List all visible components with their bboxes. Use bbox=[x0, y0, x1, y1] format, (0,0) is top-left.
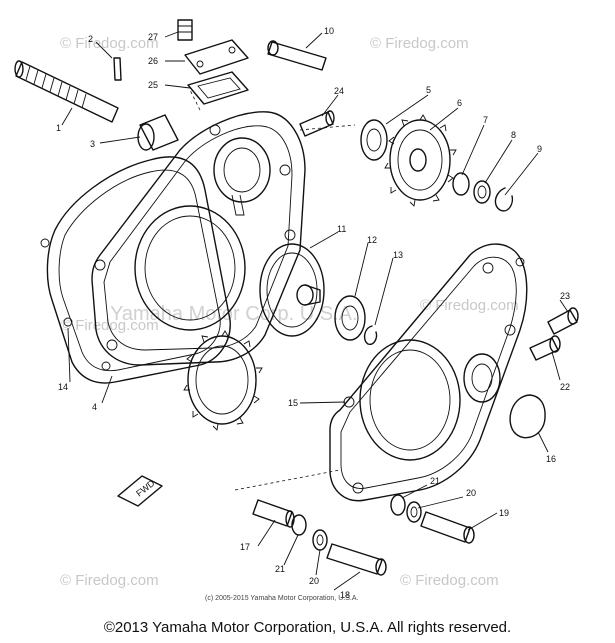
label-20-right: 20 bbox=[466, 488, 476, 498]
exploded-parts-diagram: © Firedog.com © Firedog.com © Firedog.co… bbox=[14, 19, 579, 602]
credit-small: (c) 2005-2015 Yamaha Motor Corporation, … bbox=[205, 595, 358, 602]
part-number-labels: 2 1 3 27 26 25 10 24 5 6 7 8 9 11 12 13 … bbox=[56, 26, 570, 600]
label-20-bottom: 20 bbox=[309, 576, 319, 586]
label-26: 26 bbox=[148, 56, 158, 66]
plug-27 bbox=[177, 19, 193, 41]
bolt-22 bbox=[529, 335, 561, 361]
label-10: 10 bbox=[324, 26, 334, 36]
washer-20-bottom bbox=[312, 529, 328, 551]
label-3: 3 bbox=[90, 139, 95, 149]
label-22: 22 bbox=[560, 382, 570, 392]
label-18: 18 bbox=[340, 590, 350, 600]
label-8: 8 bbox=[511, 130, 516, 140]
bolt-24 bbox=[299, 110, 335, 137]
label-13: 13 bbox=[393, 250, 403, 260]
circlip-9 bbox=[494, 187, 514, 212]
label-21-right: 21 bbox=[430, 476, 440, 486]
label-14: 14 bbox=[58, 382, 68, 392]
label-1: 1 bbox=[56, 123, 61, 133]
label-19: 19 bbox=[499, 508, 509, 518]
leader-lines bbox=[61, 31, 569, 591]
watermark-br: © Firedog.com bbox=[400, 572, 499, 589]
label-21-bottom: 21 bbox=[275, 564, 285, 574]
sprocket-6 bbox=[384, 114, 457, 207]
bolt-23 bbox=[547, 307, 579, 335]
left-case-cover bbox=[91, 111, 306, 366]
gasket-25 bbox=[187, 71, 249, 105]
bolt-19 bbox=[420, 511, 475, 544]
collar bbox=[137, 114, 179, 151]
label-15: 15 bbox=[288, 398, 298, 408]
bolt-10 bbox=[267, 40, 327, 71]
bolt-18 bbox=[326, 543, 387, 576]
watermark-tr: © Firedog.com bbox=[370, 35, 469, 52]
label-4: 4 bbox=[92, 402, 97, 412]
label-5: 5 bbox=[426, 85, 431, 95]
label-11: 11 bbox=[337, 224, 346, 234]
gear-11 bbox=[259, 243, 325, 337]
washer-21-right bbox=[390, 494, 406, 516]
fwd-arrow-marker: FWD bbox=[117, 475, 163, 507]
washer-7 bbox=[452, 172, 470, 196]
label-24: 24 bbox=[334, 86, 344, 96]
label-6: 6 bbox=[457, 98, 462, 108]
worm-shaft bbox=[14, 60, 119, 123]
label-25: 25 bbox=[148, 80, 158, 90]
gasket-outline bbox=[46, 156, 231, 384]
watermark-tl: © Firedog.com bbox=[60, 35, 159, 52]
label-12: 12 bbox=[367, 235, 377, 245]
bearing-12 bbox=[334, 295, 366, 341]
oring-16 bbox=[509, 394, 546, 439]
watermark-center: Yamaha Motor Corp. U.S.A. bbox=[110, 303, 358, 325]
washer-8 bbox=[473, 180, 491, 204]
bearing-5 bbox=[360, 119, 388, 161]
circlip-13 bbox=[363, 325, 378, 345]
washer-20-right bbox=[406, 501, 422, 523]
cover-plate-26 bbox=[184, 39, 249, 75]
label-2: 2 bbox=[88, 34, 93, 44]
watermark-layer: © Firedog.com © Firedog.com © Firedog.co… bbox=[60, 35, 519, 589]
washer-21-bottom bbox=[291, 514, 307, 536]
lower-gear bbox=[183, 330, 263, 431]
label-23: 23 bbox=[560, 291, 570, 301]
copyright-footer: ©2013 Yamaha Motor Corporation, U.S.A. A… bbox=[103, 619, 512, 636]
label-27: 27 bbox=[148, 32, 158, 42]
right-case-cover bbox=[329, 243, 528, 502]
pin bbox=[113, 57, 122, 81]
svg-text:FWD: FWD bbox=[134, 478, 157, 499]
label-16: 16 bbox=[546, 454, 556, 464]
label-17: 17 bbox=[240, 542, 250, 552]
label-7: 7 bbox=[483, 115, 488, 125]
label-9: 9 bbox=[537, 144, 542, 154]
watermark-bl: © Firedog.com bbox=[60, 572, 159, 589]
watermark-mr: © Firedog.com bbox=[420, 297, 519, 314]
